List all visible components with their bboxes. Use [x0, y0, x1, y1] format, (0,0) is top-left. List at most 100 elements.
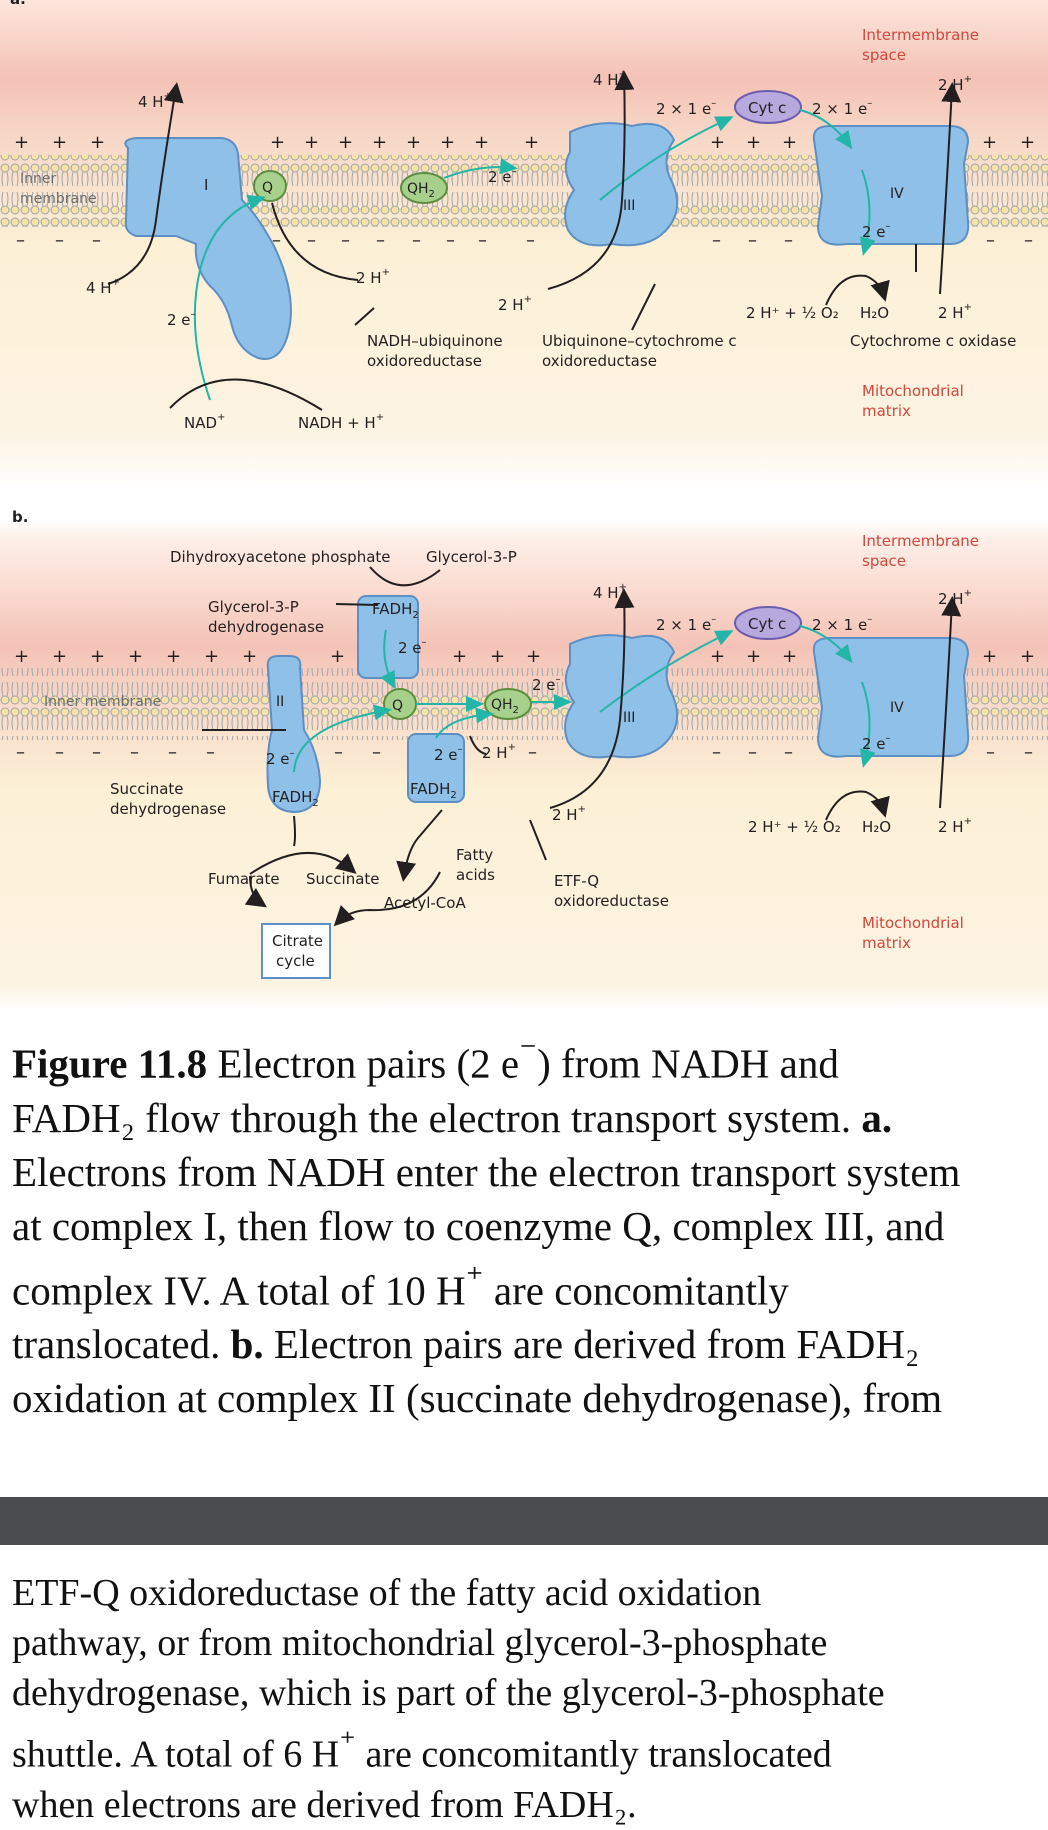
mitochondrial-matrix-label-b: Mitochondrial — [862, 914, 964, 932]
charge-signs: +++ ++++ ++++ +++++ ––– –––– –––– ––––– — [14, 132, 1035, 251]
etf-q-shape — [407, 733, 465, 803]
h2-right-top-b: 2 H+ — [938, 588, 972, 608]
svg-text:–: – — [307, 230, 316, 251]
caption-text: flow through the electron transport syst… — [134, 1094, 862, 1141]
complex-i-numeral: I — [204, 176, 208, 194]
svg-text:–: – — [528, 742, 537, 763]
oxygen-reaction-b: 2 H⁺ + ½ O₂ — [748, 818, 841, 836]
panel-b-diagram: ++++ ++++ +++ +++++ –––– –––– –––––– Q Q… — [0, 508, 1048, 1010]
panel-a-diagram: +++ ++++ ++++ +++++ ––– –––– –––– ––––– … — [0, 0, 1048, 490]
svg-text:+: + — [128, 646, 143, 667]
svg-text:+: + — [270, 132, 285, 153]
h2-complex-i: 2 H+ — [356, 267, 390, 287]
svg-text:–: – — [1024, 230, 1033, 251]
svg-text:+: + — [710, 646, 725, 667]
svg-text:+: + — [746, 646, 761, 667]
cyt-c-label-b: Cyt c — [748, 615, 786, 633]
svg-text:+: + — [14, 132, 29, 153]
qh2-label-b: QH2 — [491, 697, 519, 716]
e-transfer-right: 2 × 1 e– — [812, 98, 872, 118]
svg-text:+: + — [304, 132, 319, 153]
ubiquinone-q — [253, 170, 287, 202]
caption-sub: ₂ — [120, 1094, 135, 1141]
caption-text: shuttle. A total of 6 H — [12, 1733, 340, 1776]
fatty-acids-label: Fatty — [456, 846, 493, 864]
succinate-label: Succinate — [306, 870, 380, 888]
svg-text:+: + — [90, 132, 105, 153]
figure-caption: Figure 11.8 Electron pairs (2 e⁻) from N… — [12, 1026, 1042, 1425]
succinate-dehydrogenase-label-2: dehydrogenase — [110, 800, 226, 818]
caption-line-3: Electrons from NADH enter the electron t… — [12, 1145, 1042, 1199]
two-e-membrane: 2 e– — [488, 166, 517, 186]
caption-text: oxidation at complex II (succinate dehyd… — [12, 1375, 943, 1422]
complex-iv-name: Cytochrome c oxidase — [850, 332, 1016, 350]
h4-complex-iii: 4 H+ — [593, 69, 627, 89]
caption-text: are concomitantly translocated — [355, 1733, 832, 1776]
complex-iii-numeral: III — [623, 198, 635, 214]
complex-iii-name: Ubiquinone–cytochrome c — [542, 332, 737, 350]
svg-text:–: – — [712, 742, 721, 763]
caption-text: are concomitantly — [483, 1267, 789, 1314]
svg-text:+: + — [52, 132, 67, 153]
figure-caption-continued: ETF-Q oxidoreductase of the fatty acid o… — [12, 1568, 1042, 1830]
qh2-label: QH2 — [407, 181, 435, 200]
mitochondrial-matrix-label: Mitochondrial — [862, 382, 964, 400]
figure-number: Figure 11.8 — [12, 1040, 208, 1087]
caption-text: at complex I, then flow to coenzyme Q, c… — [12, 1202, 945, 1249]
caption-text: translocated. — [12, 1321, 231, 1368]
page-separator — [0, 1497, 1048, 1545]
etf-q-label-2: oxidoreductase — [554, 892, 669, 910]
svg-text:–: – — [16, 230, 25, 251]
caption-text: ETF-Q oxidoreductase of the fatty acid o… — [12, 1572, 762, 1614]
two-e-top: 2 e– — [398, 637, 427, 657]
caption-text: Electron pairs (2 e — [207, 1040, 520, 1087]
cytochrome-c-b — [734, 606, 802, 640]
svg-text:–: – — [712, 230, 721, 251]
caption-sub: ₂ — [613, 1783, 628, 1826]
caption-sup: ⁺ — [465, 1260, 484, 1298]
h2-right-bottom-b: 2 H+ — [938, 816, 972, 836]
cytochrome-c — [734, 90, 802, 124]
svg-text:+: + — [372, 132, 387, 153]
complex-i-name-2: oxidoreductase — [367, 352, 482, 370]
svg-text:+: + — [746, 132, 761, 153]
glycerol-3-p-label: Glycerol-3-P — [426, 548, 517, 566]
ubiquinol-qh2 — [400, 172, 448, 204]
svg-text:–: – — [92, 742, 101, 763]
caption-line-2: FADH₂ flow through the electron transpor… — [12, 1091, 1042, 1145]
svg-text:+: + — [452, 646, 467, 667]
svg-text:+: + — [474, 132, 489, 153]
svg-text:–: – — [748, 230, 757, 251]
svg-text:–: – — [372, 742, 381, 763]
svg-text:–: – — [55, 230, 64, 251]
caption2-line-5: when electrons are derived from FADH₂. — [12, 1780, 1042, 1830]
two-e-etf: 2 e– — [434, 744, 463, 764]
svg-text:+: + — [166, 646, 181, 667]
caption-line-1: Figure 11.8 Electron pairs (2 e⁻) from N… — [12, 1026, 1042, 1091]
q-label-b: Q — [392, 698, 403, 714]
svg-text:–: – — [55, 742, 64, 763]
intermembrane-space-label-b: Intermembrane — [862, 532, 979, 550]
caption-text: when electrons are derived from FADH — [12, 1783, 614, 1826]
svg-text:–: – — [412, 230, 421, 251]
svg-text:–: – — [130, 742, 139, 763]
intermembrane-space-label-b-2: space — [862, 552, 906, 570]
h4-complex-iii-b: 4 H+ — [593, 582, 627, 602]
complex-ii-numeral: II — [276, 694, 284, 710]
h4-left-bottom: 4 H+ — [86, 277, 120, 297]
caption-sup: ⁺ — [339, 1725, 356, 1760]
water-label: H₂O — [860, 304, 889, 322]
ubiquinol-qh2-b — [484, 688, 532, 720]
caption-line-6: translocated. b. Electron pairs are deri… — [12, 1317, 1042, 1371]
complex-iii-numeral-b: III — [623, 710, 635, 726]
fumarate-label: Fumarate — [208, 870, 280, 888]
caption-text: ) from NADH and — [537, 1040, 839, 1087]
svg-text:–: – — [478, 230, 487, 251]
svg-text:–: – — [986, 742, 995, 763]
svg-text:+: + — [526, 646, 541, 667]
caption-text: Electron pairs are derived from FADH — [263, 1321, 905, 1368]
succinate-dehydrogenase-label: Succinate — [110, 780, 184, 798]
fadh2-top: FADH2 — [372, 600, 419, 621]
inner-membrane-label: Inner — [20, 171, 56, 187]
caption2-line-4: shuttle. A total of 6 H⁺ are concomitant… — [12, 1718, 1042, 1780]
